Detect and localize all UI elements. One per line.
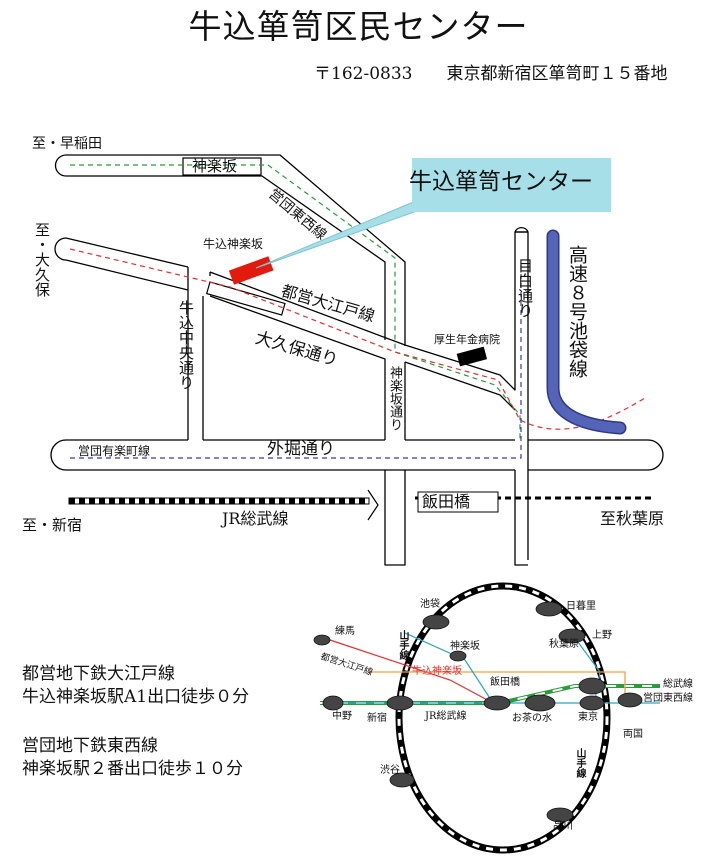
line-jr-sobu	[68, 496, 652, 505]
label-kosei-nenkin-hospital: 厚生年金病院	[434, 333, 500, 346]
rail-shinjuku: 新宿	[367, 713, 387, 724]
building-marker	[228, 256, 274, 285]
access-tozai-line: 営団地下鉄東西線	[22, 736, 158, 756]
page-title: 牛込箪笥区民センター	[188, 7, 529, 46]
label-to-waseda: 至・早稲田	[32, 136, 102, 152]
label-kagurazaka: 神楽坂	[192, 157, 238, 175]
label-iidabashi: 飯田橋	[422, 492, 471, 511]
access-oedo-detail: 牛込神楽坂駅A1出口徒歩０分	[22, 687, 250, 707]
access-tozai-detail: 神楽坂駅２番出口徒歩１０分	[22, 759, 243, 779]
label-kagurazaka-dori: 神楽坂通り	[387, 366, 402, 431]
rail-ueno: 上野	[592, 630, 612, 641]
hospital-marker	[456, 346, 488, 367]
rail-ushigome-kagurazaka: 牛込神楽坂	[412, 666, 462, 677]
rail-ochanomizu: お茶の水	[512, 713, 552, 724]
rail-eidan-tozai: 営団東西線	[643, 693, 693, 704]
access-oedo-line: 都営地下鉄大江戸線	[22, 664, 175, 684]
rail-jr-sobu: JR総武線	[425, 711, 467, 722]
line-tozai	[70, 164, 521, 440]
road-okubo	[65, 237, 189, 268]
rail-ikebukuro: 池袋	[420, 599, 440, 610]
street-address: 東京都新宿区箪笥町１５番地	[446, 64, 668, 84]
rail-shibuya: 渋谷	[380, 765, 400, 776]
rail-shinagawa: 品川	[553, 821, 573, 832]
rail-tokyo: 東京	[578, 712, 598, 723]
rail-akihabara: 秋葉原	[549, 639, 579, 650]
line-sobu-green	[320, 684, 660, 705]
callout-label: 牛込箪笥センター	[409, 169, 593, 195]
rail-yamanote-right: 山手線	[574, 748, 585, 778]
rail-toei-oedo: 都営大江戸線	[319, 652, 374, 679]
line-oedo	[69, 248, 646, 430]
label-to-okubo: 至・大久保	[33, 222, 51, 297]
rail-yamanote-top: 山手線	[397, 630, 408, 660]
label-ushigome-kagurazaka: 牛込神楽坂	[203, 237, 264, 251]
rail-iidabashi: 飯田橋	[490, 677, 520, 688]
area-map	[50, 150, 664, 566]
label-sotobori-dori: 外堀通り	[267, 439, 335, 459]
address: 〒162-0833 東京都新宿区箪笥町１５番地	[314, 66, 667, 83]
rail-kagurazaka: 神楽坂	[450, 641, 480, 652]
label-mejiro-dori: 目白通り	[516, 258, 534, 318]
label-to-akihabara: 至秋葉原	[600, 509, 665, 528]
rail-sobu-line: 総武線	[663, 679, 693, 690]
rail-nakano: 中野	[332, 711, 352, 722]
line-yurakucho	[70, 263, 522, 459]
rail-nerima: 練馬	[335, 626, 355, 637]
rail-nippori: 日暮里	[566, 601, 596, 612]
label-ushigome-chuo-dori: 牛込中央通り	[177, 300, 195, 390]
road-kagurazaka	[66, 150, 405, 344]
road-network	[50, 150, 664, 566]
label-yurakucho-line: 営団有楽町線	[78, 444, 151, 458]
callout-box	[412, 158, 611, 212]
label-to-shinjuku: 至・新宿	[22, 516, 83, 534]
rail-ryogoku: 両国	[623, 729, 643, 740]
label-jr-sobu: JR総武線	[222, 509, 289, 528]
label-expressway: 高速８号池袋線	[565, 245, 588, 378]
postal-code: 〒162-0833	[314, 64, 413, 84]
